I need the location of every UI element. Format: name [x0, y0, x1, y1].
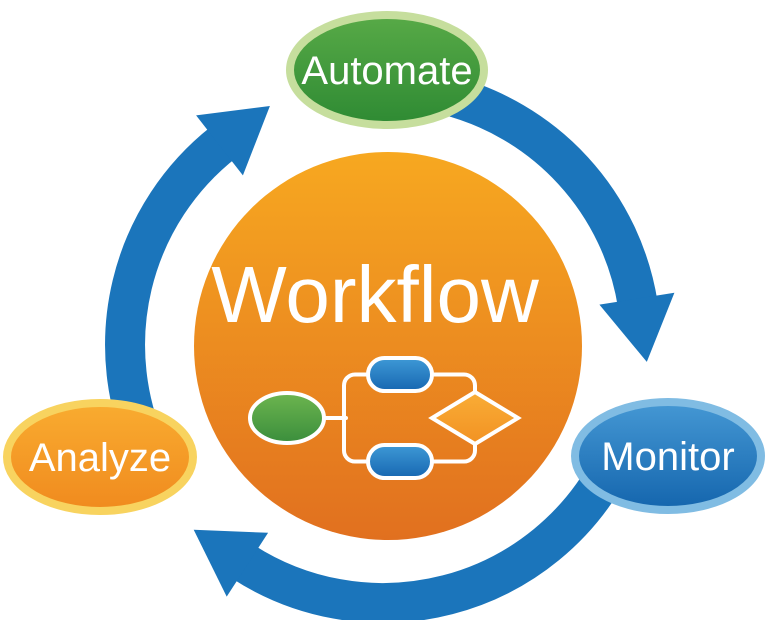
node-ellipse	[571, 398, 765, 514]
arrowhead-icon	[193, 529, 269, 597]
arrowhead-icon	[196, 106, 270, 176]
flowchart-decision-diamond	[428, 389, 522, 447]
arrow-to-analyze	[193, 456, 629, 620]
node-label: Automate	[301, 49, 472, 93]
flowchart-task-bottom	[366, 443, 434, 480]
workflow-title: Workflow	[211, 250, 539, 339]
node-monitor: Monitor	[571, 398, 765, 514]
node-label: Monitor	[601, 435, 734, 479]
node-ellipse	[3, 399, 197, 515]
arrowhead-icon	[599, 292, 675, 362]
flowchart-icon	[248, 356, 522, 480]
flowchart-task-top	[366, 356, 434, 393]
arrow-arc	[440, 75, 658, 308]
workflow-circle	[194, 152, 582, 540]
node-ellipse	[286, 11, 488, 129]
node-analyze: Analyze	[3, 399, 197, 515]
node-label: Analyze	[29, 436, 171, 480]
node-automate: Automate	[286, 11, 488, 129]
center-circle-group: Workflow	[194, 152, 582, 540]
arrow-to-monitor	[440, 75, 675, 362]
arrow-arc	[231, 456, 629, 620]
flowchart-start-ellipse	[248, 391, 326, 445]
cycle-arrows	[105, 75, 675, 620]
